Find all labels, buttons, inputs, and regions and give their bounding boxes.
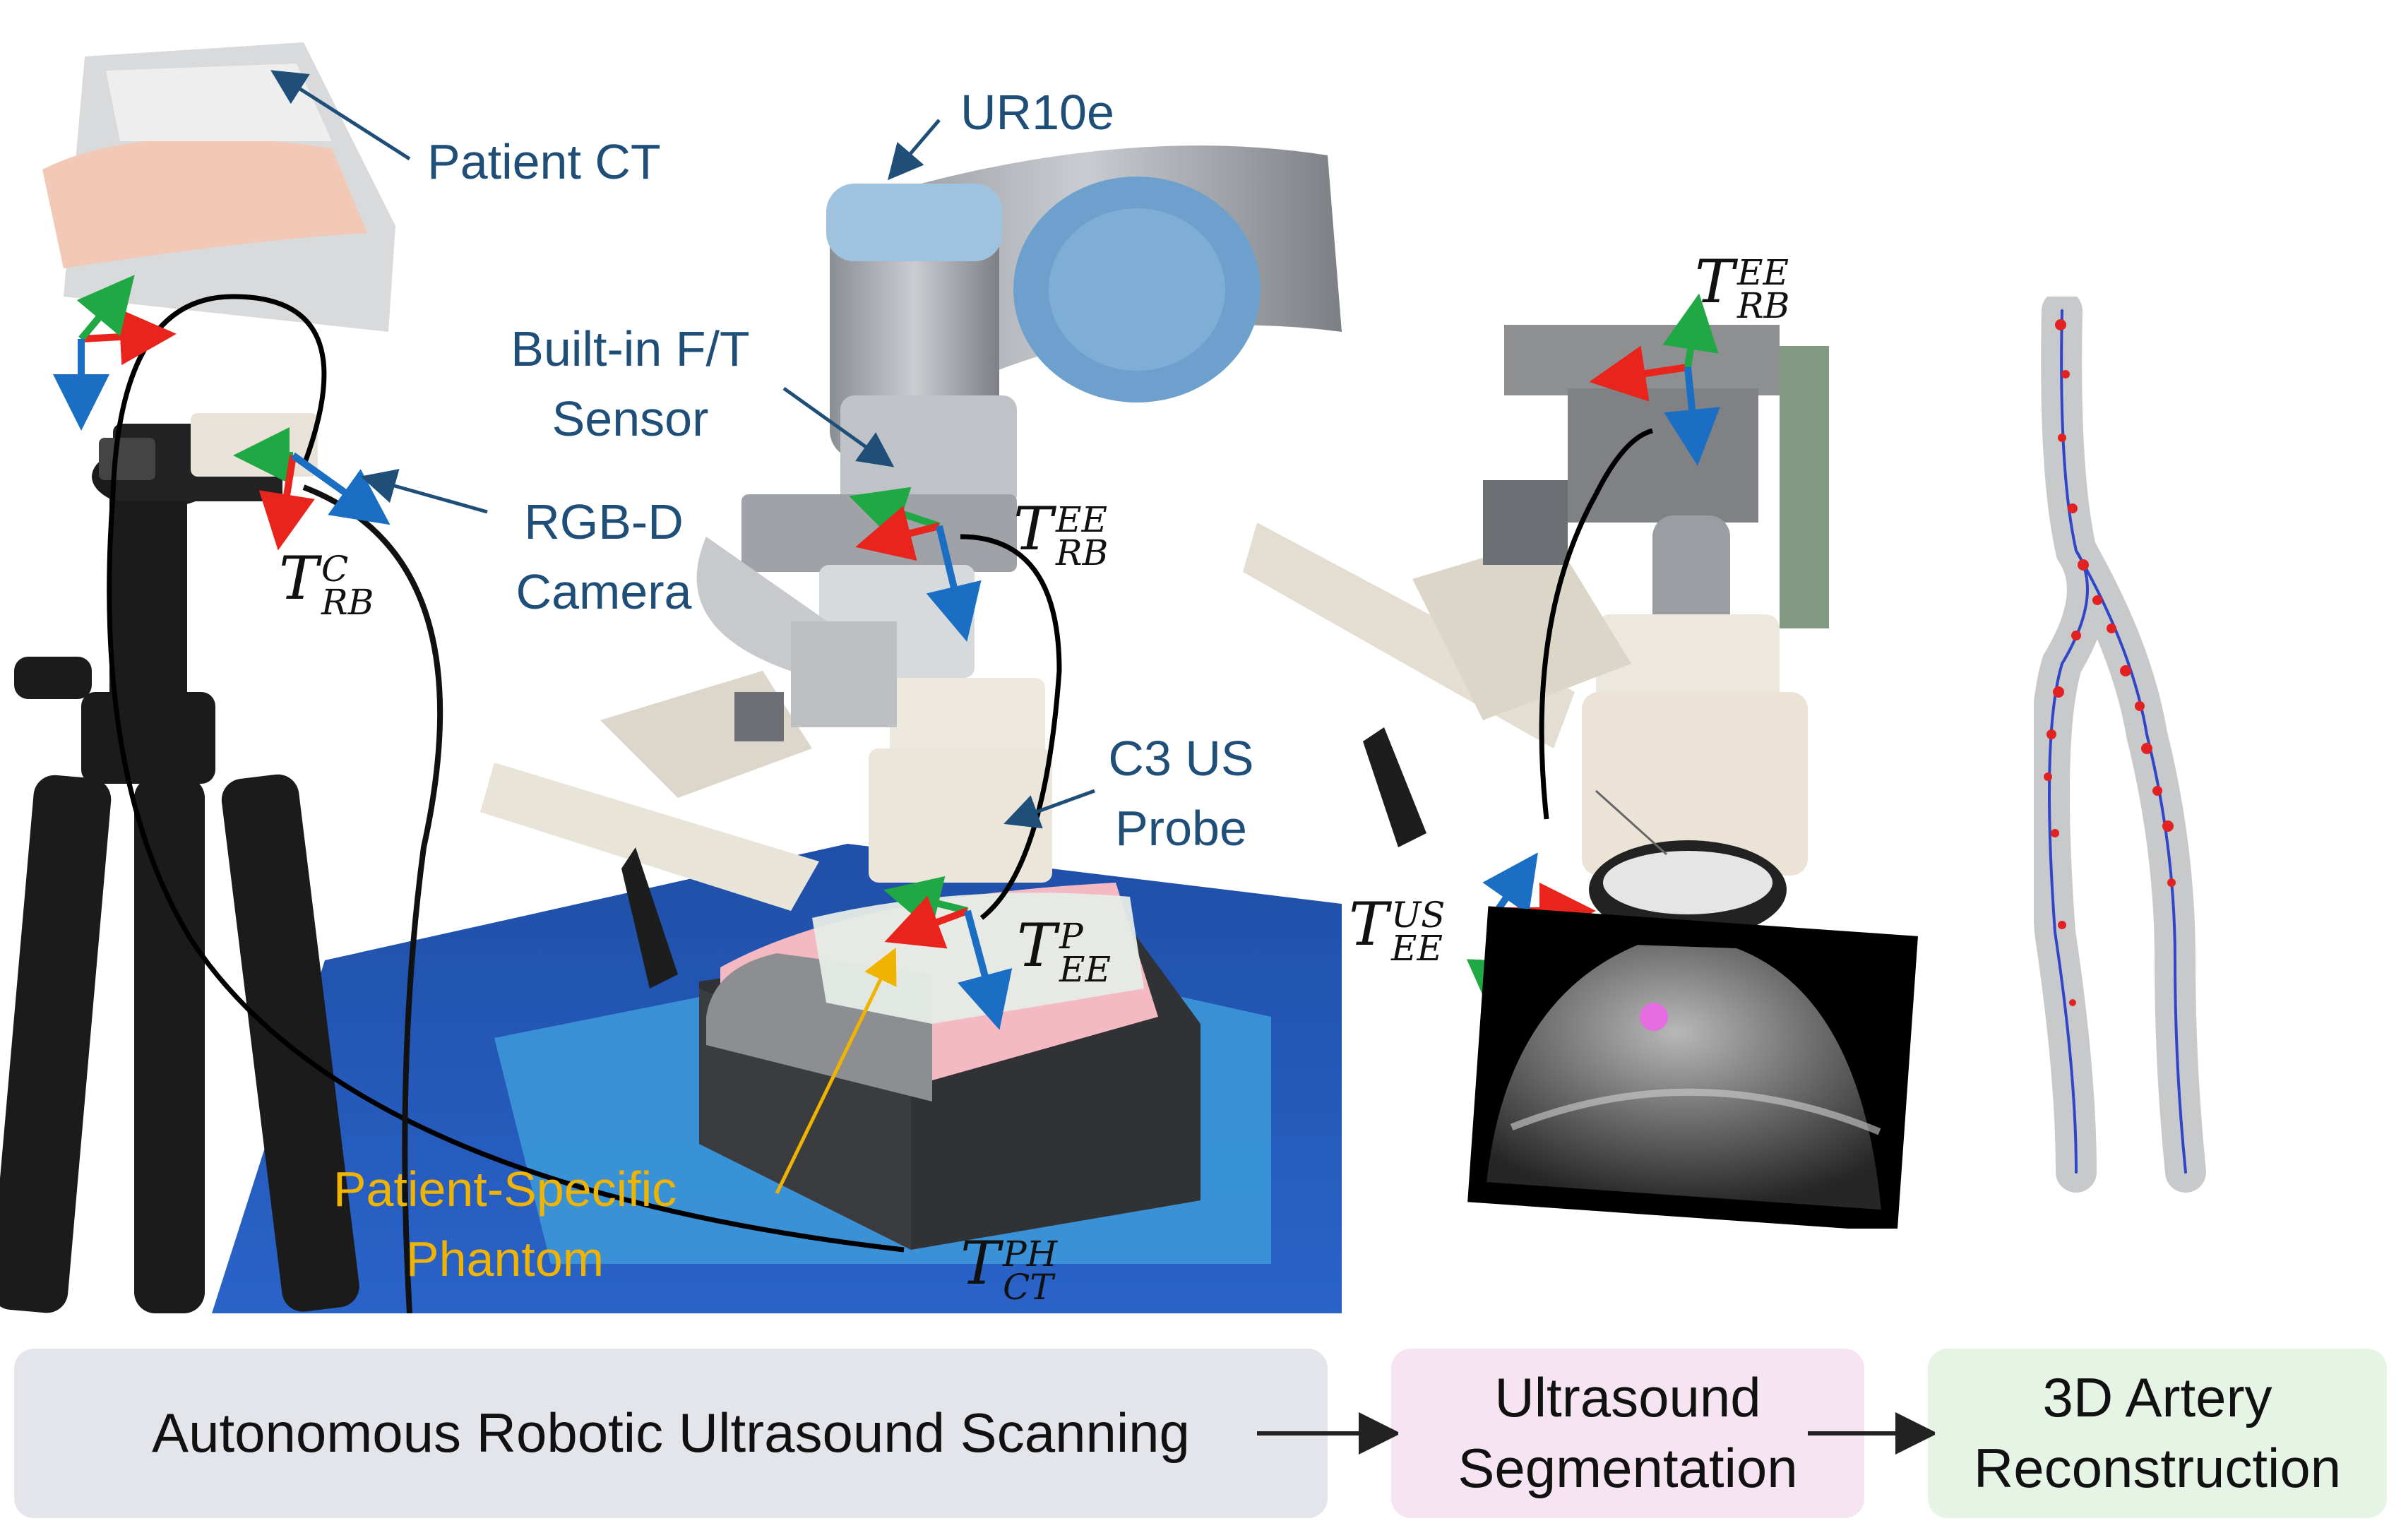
- robot-setup-photo: [0, 42, 1342, 1313]
- frame-flange-right: [1589, 293, 1720, 466]
- probe-closeup-photo: [1243, 293, 1918, 1229]
- pipeline-arrow-2: [1808, 1412, 1935, 1455]
- frame-camera: [233, 427, 391, 551]
- rgbd-line2: Camera: [516, 564, 692, 620]
- stage-artery-reconstruction: 3D Artery Reconstruction: [1928, 1349, 2387, 1518]
- probe-leader: [1003, 789, 1095, 829]
- probe-label: C3 US Probe: [1098, 724, 1264, 864]
- stage-us-segmentation: Ultrasound Segmentation: [1391, 1349, 1864, 1518]
- stage-robotic-scanning: Autonomous Robotic Ultrasound Scanning: [14, 1349, 1328, 1518]
- ur10e-label: UR10e: [960, 85, 1114, 140]
- frame-flange: [849, 487, 982, 642]
- needle-guide-left: [480, 621, 897, 989]
- stage-us-segmentation-line1: Ultrasound: [1494, 1366, 1761, 1429]
- calib-path-ee: [960, 534, 1062, 920]
- stage-robotic-scanning-text: Autonomous Robotic Ultrasound Scanning: [152, 1402, 1190, 1464]
- phantom-label: Patient-Specific Phantom: [304, 1154, 706, 1295]
- ultrasound-image: [1467, 906, 1918, 1229]
- patient-ct-render: [42, 42, 395, 332]
- needle-guide-right: [1243, 480, 1631, 847]
- patient-ct-label: Patient CT: [427, 134, 661, 189]
- patient-ct-leader: [270, 70, 411, 161]
- pipeline-arrow-1: [1257, 1412, 1398, 1455]
- phantom-line2: Phantom: [405, 1231, 604, 1287]
- stage-artery-reconstruction-line2: Reconstruction: [1973, 1437, 2342, 1499]
- artery-reconstruction-render: [2034, 297, 2206, 1193]
- ft-sensor-line1: Built-in F/T: [511, 321, 750, 376]
- probe-line1: C3 US: [1108, 731, 1254, 786]
- rgbd-leader: [360, 469, 488, 514]
- calib-path-ct: [107, 294, 905, 1253]
- phantom-leader: [775, 948, 897, 1195]
- ft-sensor-line2: Sensor: [552, 391, 709, 447]
- tripod: [0, 445, 359, 1313]
- ft-sensor-label: Built-in F/T Sensor: [494, 314, 766, 455]
- stage-artery-reconstruction-line1: 3D Artery: [2042, 1366, 2272, 1429]
- rgbd-label: RGB-D Camera: [501, 487, 706, 628]
- needle: [1595, 789, 1668, 856]
- calib-path-right: [1539, 428, 1653, 820]
- reconstructed-points: [2044, 319, 2176, 1006]
- probe-line2: Probe: [1115, 801, 1247, 856]
- rgbd-line1: RGB-D: [524, 494, 684, 549]
- ur10e-leader: [887, 119, 941, 181]
- phantom-line1: Patient-Specific: [333, 1162, 677, 1217]
- ft-sensor-leader: [782, 386, 895, 467]
- frame-ct: [53, 275, 177, 431]
- frame-probe-tip: [883, 876, 1013, 1030]
- stage-us-segmentation-line2: Segmentation: [1458, 1437, 1798, 1499]
- segmentation-dot: [1640, 1003, 1669, 1032]
- camera-cable: [302, 484, 443, 1313]
